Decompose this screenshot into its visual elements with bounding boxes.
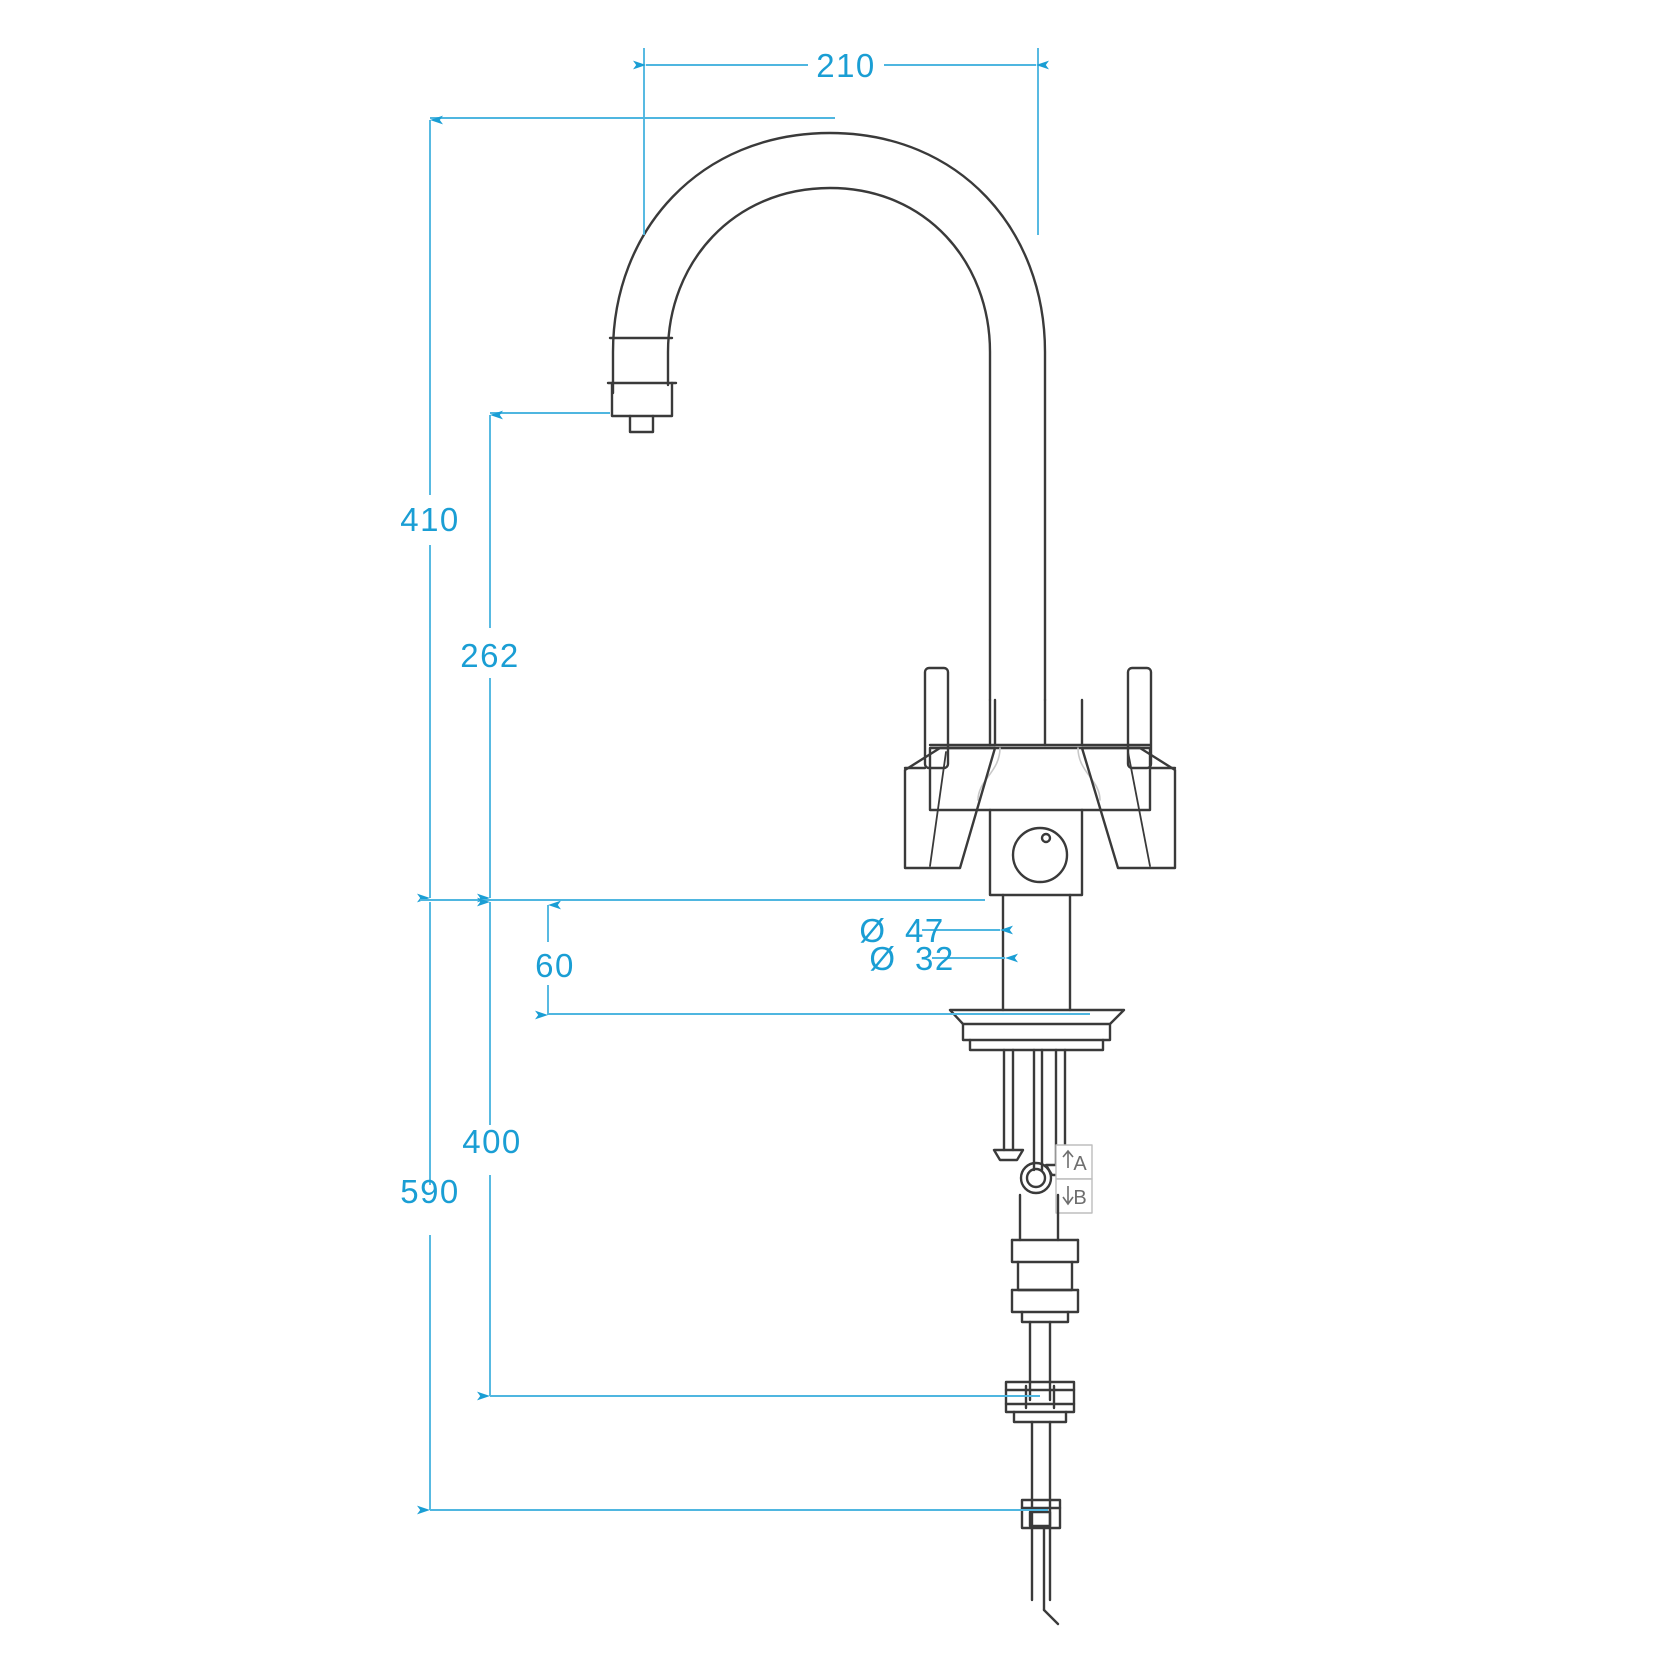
dim-label-210: 210 — [816, 47, 876, 84]
dimension-labels: 210 410 262 Ø 47 Ø 32 60 400 590 — [400, 47, 955, 1210]
dim-label-410: 410 — [400, 501, 460, 538]
dim-label-60: 60 — [535, 947, 575, 984]
inlet-callouts: A B — [1062, 1149, 1087, 1209]
dim-label-400: 400 — [462, 1123, 522, 1160]
dimension-lines — [417, 48, 1090, 1515]
arrow-down-icon — [1062, 1186, 1074, 1206]
dim-label-262: 262 — [460, 637, 520, 674]
faucet-outline — [606, 131, 1177, 1626]
callout-label-b: B — [1073, 1187, 1086, 1209]
callout-label-a: A — [1073, 1153, 1087, 1175]
dim-label-590: 590 — [400, 1173, 460, 1210]
dim-symbol-dia-32: Ø — [869, 940, 896, 977]
dim-symbol-dia-47: Ø — [859, 912, 886, 949]
arrow-up-icon — [1062, 1149, 1074, 1168]
dim-label-32: 32 — [915, 940, 955, 977]
dim-label-47: 47 — [905, 912, 945, 949]
